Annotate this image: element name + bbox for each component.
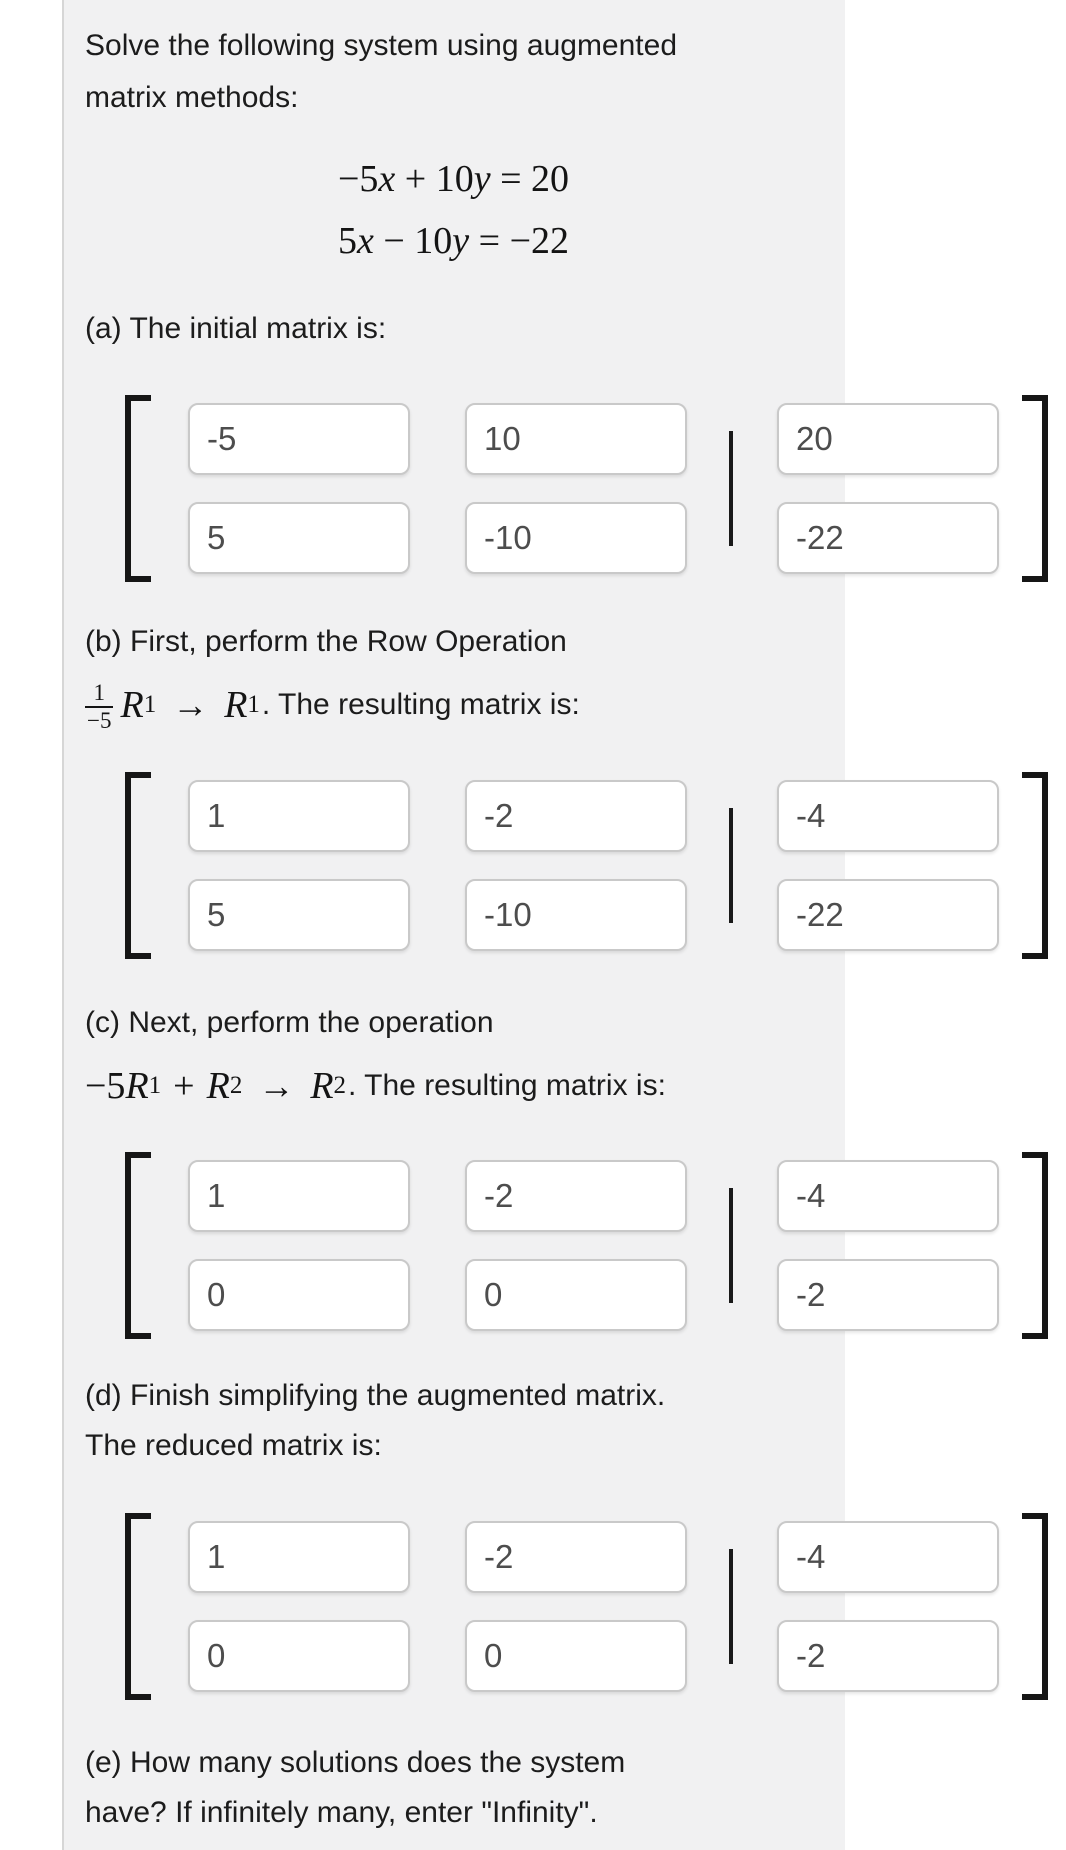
- matrix-c-input-r2c3[interactable]: [777, 1259, 999, 1331]
- matrix-a-input-r1c2[interactable]: [465, 403, 687, 475]
- eq2-rhs: = −22: [469, 220, 570, 262]
- left-bracket: [125, 395, 151, 582]
- part-e-text-line-2: have? If infinitely many, enter "Infinit…: [85, 1796, 598, 1829]
- matrix-a-input-r1c1[interactable]: [188, 403, 410, 475]
- equation-1: −5x + 10y = 20: [62, 148, 845, 210]
- part-e-label: (e) How many solutions does the system h…: [85, 1738, 625, 1838]
- matrix-d-input-r2c1[interactable]: [188, 1620, 410, 1692]
- part-b-label: (b) First, perform the Row Operation 1−5…: [85, 617, 580, 743]
- row-symbol: R: [125, 1065, 149, 1107]
- part-d-label: (d) Finish simplifying the augmented mat…: [85, 1371, 665, 1471]
- problem-intro: Solve the following system using augment…: [85, 20, 677, 124]
- matrix-b-input-r1c1[interactable]: [188, 780, 410, 852]
- eq1-rhs: = 20: [490, 158, 570, 200]
- matrix-b-input-r2c1[interactable]: [188, 879, 410, 951]
- left-bracket: [125, 772, 151, 959]
- fraction-numerator: 1: [93, 679, 105, 705]
- matrix-a-input-r2c3[interactable]: [777, 502, 999, 574]
- augmentation-bar: [729, 1549, 733, 1664]
- intro-line-1: Solve the following system using augment…: [85, 29, 678, 62]
- row-symbol: R: [310, 1065, 334, 1107]
- eq2-var-x: x: [356, 220, 374, 262]
- coefficient: −5: [85, 1065, 126, 1107]
- right-bracket: [1022, 1152, 1048, 1339]
- matrix-a-input-r2c2[interactable]: [465, 502, 687, 574]
- row-symbol: R: [224, 684, 248, 726]
- eq2-coef: 5: [337, 220, 357, 262]
- matrix-c-input-r1c3[interactable]: [777, 1160, 999, 1232]
- intro-line-2: matrix methods:: [85, 81, 299, 114]
- matrix-d-input-r1c2[interactable]: [465, 1521, 687, 1593]
- matrix-b: [125, 772, 1048, 959]
- right-bracket: [1022, 395, 1048, 582]
- arrow-glyph: →: [172, 685, 209, 725]
- augmentation-bar: [729, 808, 733, 923]
- matrix-b-input-r2c3[interactable]: [777, 879, 999, 951]
- matrix-d-input-r1c3[interactable]: [777, 1521, 999, 1593]
- equation-2: 5x − 10y = −22: [62, 210, 845, 272]
- fraction: 1−5: [85, 679, 114, 735]
- plus-glyph: +: [173, 1065, 195, 1107]
- eq1-var-x: x: [378, 158, 396, 200]
- eq2-mid: − 10: [373, 220, 453, 262]
- matrix-a: [125, 395, 1048, 582]
- right-bracket: [1022, 1513, 1048, 1700]
- matrix-c-input-r2c2[interactable]: [465, 1259, 687, 1331]
- eq2-var-y: y: [452, 220, 470, 262]
- left-bracket: [125, 1152, 151, 1339]
- eq1-var-y: y: [473, 158, 491, 200]
- right-bracket: [1022, 772, 1048, 959]
- part-e-text-line-1: (e) How many solutions does the system: [85, 1746, 626, 1779]
- arrow-glyph: →: [258, 1066, 295, 1106]
- part-d-text-line-1: (d) Finish simplifying the augmented mat…: [85, 1379, 666, 1412]
- part-a-label: (a) The initial matrix is:: [85, 304, 386, 354]
- matrix-d-input-r2c2[interactable]: [465, 1620, 687, 1692]
- eq1-coef: −5: [337, 158, 379, 200]
- part-a-text: (a) The initial matrix is:: [85, 312, 387, 345]
- row-symbol: R: [206, 1065, 230, 1107]
- eq1-mid: + 10: [395, 158, 474, 200]
- matrix-c-input-r2c1[interactable]: [188, 1259, 410, 1331]
- matrix-c-input-r1c2[interactable]: [465, 1160, 687, 1232]
- equation-system: −5x + 10y = 20 5x − 10y = −22: [62, 148, 845, 272]
- matrix-a-input-r1c3[interactable]: [777, 403, 999, 475]
- matrix-b-input-r2c2[interactable]: [465, 879, 687, 951]
- augmentation-bar: [729, 431, 733, 546]
- matrix-b-input-r1c3[interactable]: [777, 780, 999, 852]
- matrix-b-input-r1c2[interactable]: [465, 780, 687, 852]
- part-c-text: (c) Next, perform the operation: [85, 1006, 494, 1039]
- part-b-text: (b) First, perform the Row Operation: [85, 625, 567, 658]
- matrix-c-input-r1c1[interactable]: [188, 1160, 410, 1232]
- matrix-d-input-r2c3[interactable]: [777, 1620, 999, 1692]
- part-c-tail-text: . The resulting matrix is:: [348, 1069, 666, 1102]
- part-d-text-line-2: The reduced matrix is:: [85, 1429, 382, 1462]
- part-b-tail-text: . The resulting matrix is:: [261, 688, 580, 721]
- row-symbol: R: [120, 684, 144, 726]
- left-bracket: [125, 1513, 151, 1700]
- fraction-denominator: −5: [85, 706, 114, 733]
- matrix-a-input-r2c1[interactable]: [188, 502, 410, 574]
- matrix-d-input-r1c1[interactable]: [188, 1521, 410, 1593]
- matrix-d: [125, 1513, 1048, 1700]
- augmentation-bar: [729, 1188, 733, 1303]
- matrix-c: [125, 1152, 1048, 1339]
